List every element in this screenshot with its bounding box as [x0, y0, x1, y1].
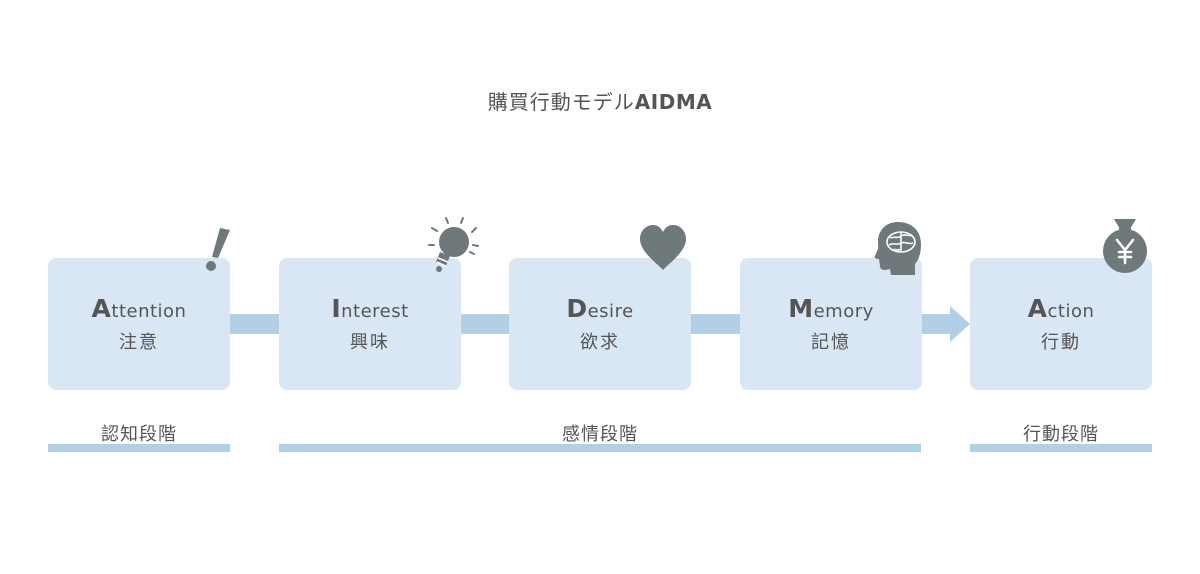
- connector-2: [460, 314, 510, 334]
- heart-icon: [640, 225, 686, 270]
- exclamation-icon: [206, 228, 230, 271]
- phase-bar-action: [970, 444, 1152, 452]
- stage-interest: Interest 興味: [279, 258, 461, 390]
- brain-head-icon: [874, 222, 921, 275]
- stage-initial: I: [331, 294, 342, 323]
- lightbulb-icon: [428, 217, 479, 272]
- phase-bar-cognitive: [48, 444, 230, 452]
- stage-action-en: Action: [970, 294, 1152, 323]
- stage-rest: emory: [813, 301, 874, 322]
- stage-action: Action 行動: [970, 258, 1152, 390]
- stage-initial: D: [566, 294, 588, 323]
- stage-memory: Memory 記憶: [740, 258, 922, 390]
- phase-label-emotional: 感情段階: [562, 424, 638, 445]
- stage-desire: Desire 欲求: [509, 258, 691, 390]
- arrowhead: [950, 306, 970, 342]
- diagram-title: 購買行動モデルAIDMA: [0, 86, 1200, 115]
- stage-rest: ction: [1047, 301, 1095, 322]
- stage-interest-en: Interest: [279, 294, 461, 323]
- stage-desire-ja: 欲求: [580, 332, 620, 353]
- phase-bar-emotional: [279, 444, 921, 452]
- stage-attention-en: Attention: [48, 294, 230, 323]
- stage-memory-en: Memory: [740, 294, 922, 323]
- stage-action-ja: 行動: [1041, 332, 1081, 353]
- phase-label-action: 行動段階: [1023, 424, 1099, 445]
- connector-4: [920, 314, 950, 334]
- title-accent: AIDMA: [634, 90, 713, 114]
- stage-attention: Attention 注意: [48, 258, 230, 390]
- yen-bag-icon: [1103, 219, 1147, 273]
- stage-initial: A: [1027, 294, 1048, 323]
- connector-1: [230, 314, 279, 334]
- stage-interest-ja: 興味: [350, 332, 390, 353]
- stage-attention-ja: 注意: [119, 332, 159, 353]
- connector-3: [690, 314, 740, 334]
- stage-memory-ja: 記憶: [811, 332, 851, 353]
- stage-rest: ttention: [111, 301, 187, 322]
- stage-initial: M: [788, 294, 814, 323]
- title-main: 購買行動モデル: [487, 90, 635, 114]
- stage-desire-en: Desire: [509, 294, 691, 323]
- phase-label-cognitive: 認知段階: [101, 424, 177, 445]
- stage-initial: A: [91, 294, 112, 323]
- stage-rest: esire: [587, 301, 634, 322]
- stage-rest: nterest: [341, 301, 409, 322]
